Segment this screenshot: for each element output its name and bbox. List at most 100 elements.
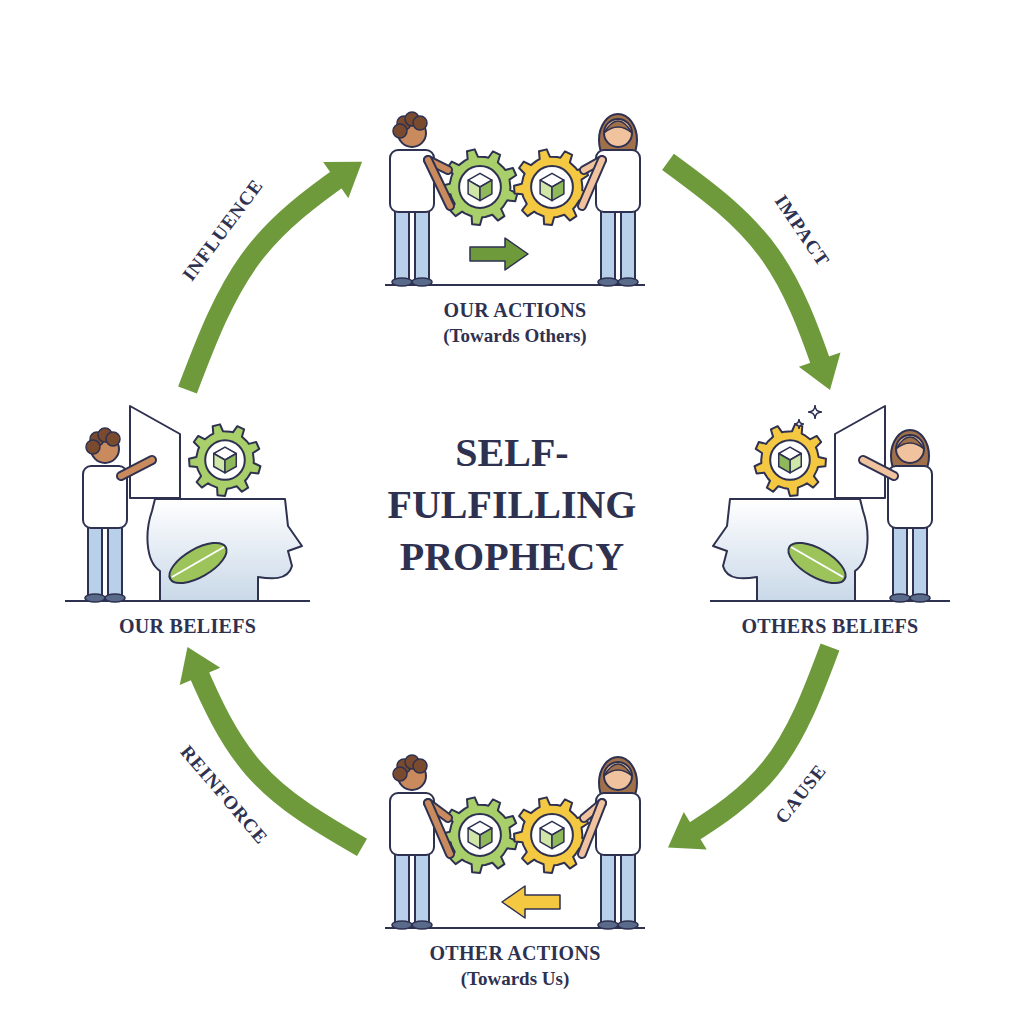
cube-face — [552, 180, 564, 201]
cube-face — [552, 828, 564, 849]
leg — [601, 850, 615, 924]
direction-arrow — [502, 886, 560, 918]
gear — [755, 424, 826, 496]
arrow-head — [668, 812, 707, 849]
arm — [582, 803, 602, 854]
stage-node: OTHERS BELIEFS — [705, 398, 955, 639]
arm — [428, 160, 450, 206]
gear — [442, 149, 517, 225]
person-figure — [390, 112, 450, 286]
arm-outline — [121, 460, 152, 476]
mirror-group — [710, 405, 950, 602]
arrow-shaft — [668, 647, 830, 847]
cube-face — [790, 454, 801, 473]
leaf — [782, 535, 851, 591]
arm-outline — [428, 803, 450, 854]
hair — [393, 124, 407, 138]
cube-face — [779, 454, 790, 473]
hair — [604, 121, 632, 133]
shoe — [392, 278, 412, 286]
hair — [604, 764, 632, 776]
leaf — [163, 535, 232, 591]
leg — [913, 523, 927, 597]
leg — [108, 523, 122, 597]
arrow-head — [799, 353, 841, 390]
leg — [621, 850, 635, 924]
mirror-pane — [835, 406, 885, 498]
beliefs-illustration — [710, 405, 950, 602]
shoe — [598, 278, 618, 286]
stage-label: OTHER ACTIONS — [370, 940, 660, 966]
stage-sublabel: (Towards Us) — [370, 966, 660, 991]
beliefs-illustration — [65, 406, 310, 602]
gear — [442, 797, 517, 873]
cube-face — [468, 828, 480, 849]
stage-illustration — [370, 82, 660, 297]
sparkle — [808, 405, 822, 419]
arm — [121, 460, 152, 476]
shoe — [618, 278, 638, 286]
person-figure — [83, 428, 152, 602]
head — [896, 435, 924, 463]
stage-illustration — [705, 398, 955, 613]
gear — [189, 424, 260, 496]
stage-node: OTHER ACTIONS(Towards Us) — [370, 730, 660, 991]
gear-hub — [531, 166, 573, 208]
diagram-title: SELF-FULFILLING PROPHECY — [362, 427, 662, 583]
head — [604, 762, 632, 790]
gear — [514, 797, 589, 873]
arm — [863, 460, 894, 476]
leg — [415, 207, 429, 281]
arrow-label: REINFORCE — [175, 741, 272, 849]
arrow-head — [323, 162, 362, 198]
cube-face — [480, 180, 492, 201]
hair — [106, 432, 120, 446]
arm-outline — [428, 160, 450, 206]
cycle-arrow — [188, 162, 363, 390]
leaf-vein — [172, 547, 224, 577]
arrow-shaft — [188, 162, 363, 390]
arrow-shaft — [188, 647, 363, 847]
hair — [896, 437, 924, 449]
cube-face — [214, 454, 225, 473]
stage-illustration — [370, 730, 660, 940]
gear-hub — [459, 814, 501, 856]
head-silhouette — [713, 499, 868, 601]
hair — [393, 767, 407, 781]
arm-outline — [582, 803, 602, 854]
arm-outline — [863, 460, 894, 476]
shoe — [890, 594, 910, 602]
actions-illustration — [385, 755, 645, 929]
cube-face — [480, 828, 492, 849]
stage-node: OUR ACTIONS(Towards Others) — [370, 82, 660, 348]
direction-arrow — [470, 238, 528, 270]
gear-body — [189, 424, 260, 496]
hair — [86, 440, 100, 454]
shoe — [392, 921, 412, 929]
leg — [395, 850, 409, 924]
stage-label: OUR BELIEFS — [60, 613, 315, 639]
person-figure — [390, 755, 450, 929]
gear-body — [442, 149, 517, 225]
gear — [514, 149, 589, 225]
cube-face — [468, 180, 480, 201]
sparkle — [794, 419, 804, 429]
arm — [428, 803, 450, 854]
stage-node: OUR BELIEFS — [60, 398, 315, 639]
head-silhouette — [147, 499, 302, 601]
leaf-vein — [791, 547, 843, 577]
shoe — [910, 594, 930, 602]
shoe — [412, 278, 432, 286]
actions-illustration — [385, 112, 645, 286]
gear-body — [442, 797, 517, 873]
leg — [415, 850, 429, 924]
shoe — [598, 921, 618, 929]
arm — [582, 160, 602, 206]
person-figure — [582, 114, 640, 286]
plain-group — [65, 406, 310, 602]
gear-body — [514, 797, 589, 873]
gear-hub — [531, 814, 573, 856]
shoe — [412, 921, 432, 929]
shoe — [105, 594, 125, 602]
